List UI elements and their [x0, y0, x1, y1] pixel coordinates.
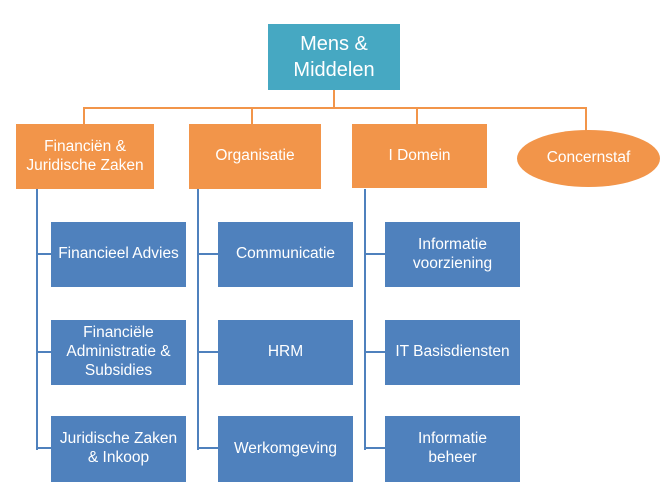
connector-drop-organisatie [251, 107, 253, 125]
node-financien-juridische-zaken: Financiën & Juridische Zaken [16, 124, 154, 189]
connector-col1-stub-1 [36, 253, 52, 255]
node-informatie-beheer: Informatie beheer [385, 416, 520, 482]
node-communicatie: Communicatie [218, 222, 353, 287]
node-juridische-zaken-inkoop: Juridische Zaken & Inkoop [51, 416, 186, 482]
connector-col3-stub-1 [364, 253, 386, 255]
connector-drop-i-domein [416, 107, 418, 126]
node-organisatie: Organisatie [189, 124, 321, 189]
connector-col3-stub-2 [364, 351, 386, 353]
connector-col1-stub-3 [36, 447, 52, 449]
connector-drop-financien [83, 107, 85, 125]
node-i-domein: I Domein [352, 124, 487, 188]
node-informatie-voorziening: Informatie voorziening [385, 222, 520, 287]
connector-col2-vertical [197, 189, 199, 450]
connector-col2-stub-1 [197, 253, 219, 255]
connector-root-riser [333, 90, 335, 108]
node-it-basisdiensten: IT Basisdiensten [385, 320, 520, 385]
node-mens-en-middelen: Mens & Middelen [268, 24, 400, 90]
node-financiele-administratie-subsidies: Financiële Administratie & Subsidies [51, 320, 186, 385]
node-werkomgeving: Werkomgeving [218, 416, 353, 482]
connector-col3-stub-3 [364, 447, 386, 449]
connector-col3-vertical [364, 189, 366, 450]
node-hrm: HRM [218, 320, 353, 385]
connector-col2-stub-2 [197, 351, 219, 353]
connector-col1-vertical [36, 189, 38, 450]
node-financieel-advies: Financieel Advies [51, 222, 186, 287]
connector-drop-concernstaf [585, 107, 587, 131]
node-concernstaf: Concernstaf [517, 130, 660, 187]
connector-col2-stub-3 [197, 447, 219, 449]
connector-level1-horizontal [83, 107, 587, 109]
connector-col1-stub-2 [36, 351, 52, 353]
